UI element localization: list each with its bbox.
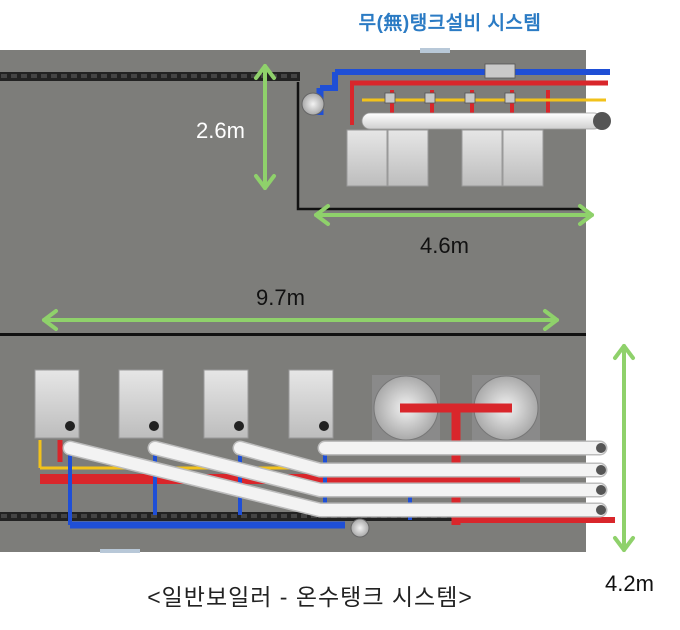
dimension-arrows: [42, 64, 635, 552]
diagram-title: 무(無)탱크설비 시스템: [358, 13, 542, 34]
dimension-label-4-6m: 4.6m: [420, 233, 469, 258]
dimension-label-2-6m: 2.6m: [196, 118, 245, 143]
tank-room: [0, 336, 615, 553]
diagram-caption: <일반보일러 - 온수탱크 시스템>: [147, 584, 473, 610]
dimension-label-9-7m: 9.7m: [256, 285, 305, 310]
dimension-label-4-2m: 4.2m: [605, 571, 654, 596]
tankless-room: [0, 48, 611, 333]
